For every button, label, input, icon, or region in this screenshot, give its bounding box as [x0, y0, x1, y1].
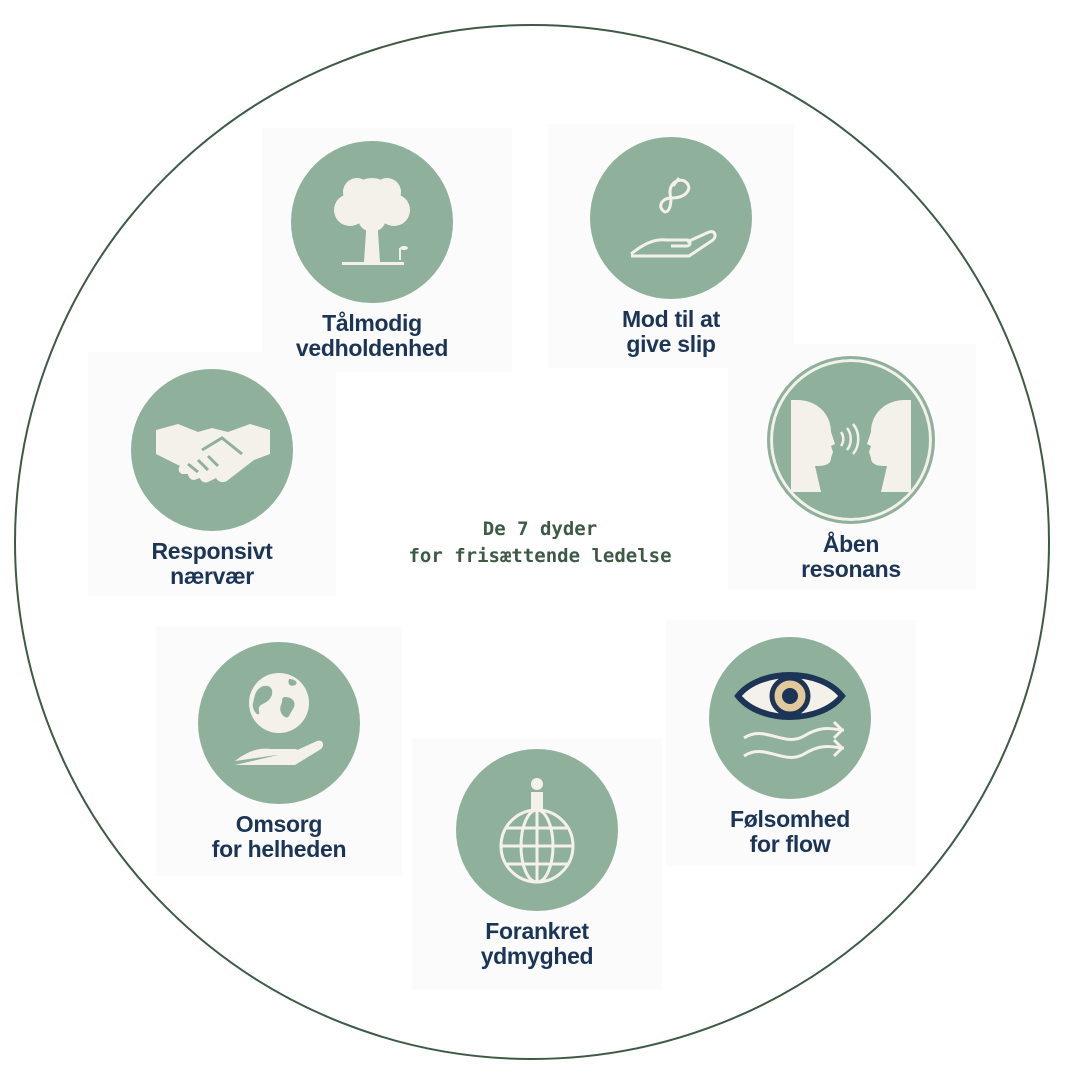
- virtue-label: ydmyghed: [480, 943, 594, 969]
- virtue-label: vedholdenhed: [295, 335, 449, 361]
- faces-resonance-icon: [767, 356, 935, 524]
- virtue-label: Omsorg: [235, 811, 323, 837]
- globe-hand-icon: [198, 642, 360, 804]
- virtue-label: Forankret: [485, 918, 589, 944]
- butterfly-hand-icon: [590, 137, 752, 299]
- virtue-label: Responsivt: [151, 538, 273, 564]
- virtue-label: Tålmodig: [322, 310, 422, 336]
- virtue-label: Mod til at: [622, 306, 720, 332]
- virtue-label: give slip: [626, 331, 716, 357]
- title-line-1: De 7 dyder: [482, 518, 598, 540]
- person-on-globe-icon: [456, 749, 618, 911]
- handshake-icon: [131, 369, 293, 531]
- virtue-label: nærvær: [170, 563, 254, 589]
- virtue-label: resonans: [801, 556, 901, 582]
- diagram-title: De 7 dyder for frisættende ledelse: [340, 516, 740, 570]
- tree-icon: [291, 141, 453, 303]
- virtue-label: for flow: [749, 831, 831, 857]
- virtue-label: Åben: [822, 531, 880, 557]
- virtue-label: for helheden: [211, 836, 347, 862]
- outer-circle: [14, 24, 1050, 1060]
- virtue-label: Følsomhed: [730, 806, 850, 832]
- eye-flow-icon: [709, 637, 871, 799]
- title-line-2: for frisættende ledelse: [408, 545, 672, 567]
